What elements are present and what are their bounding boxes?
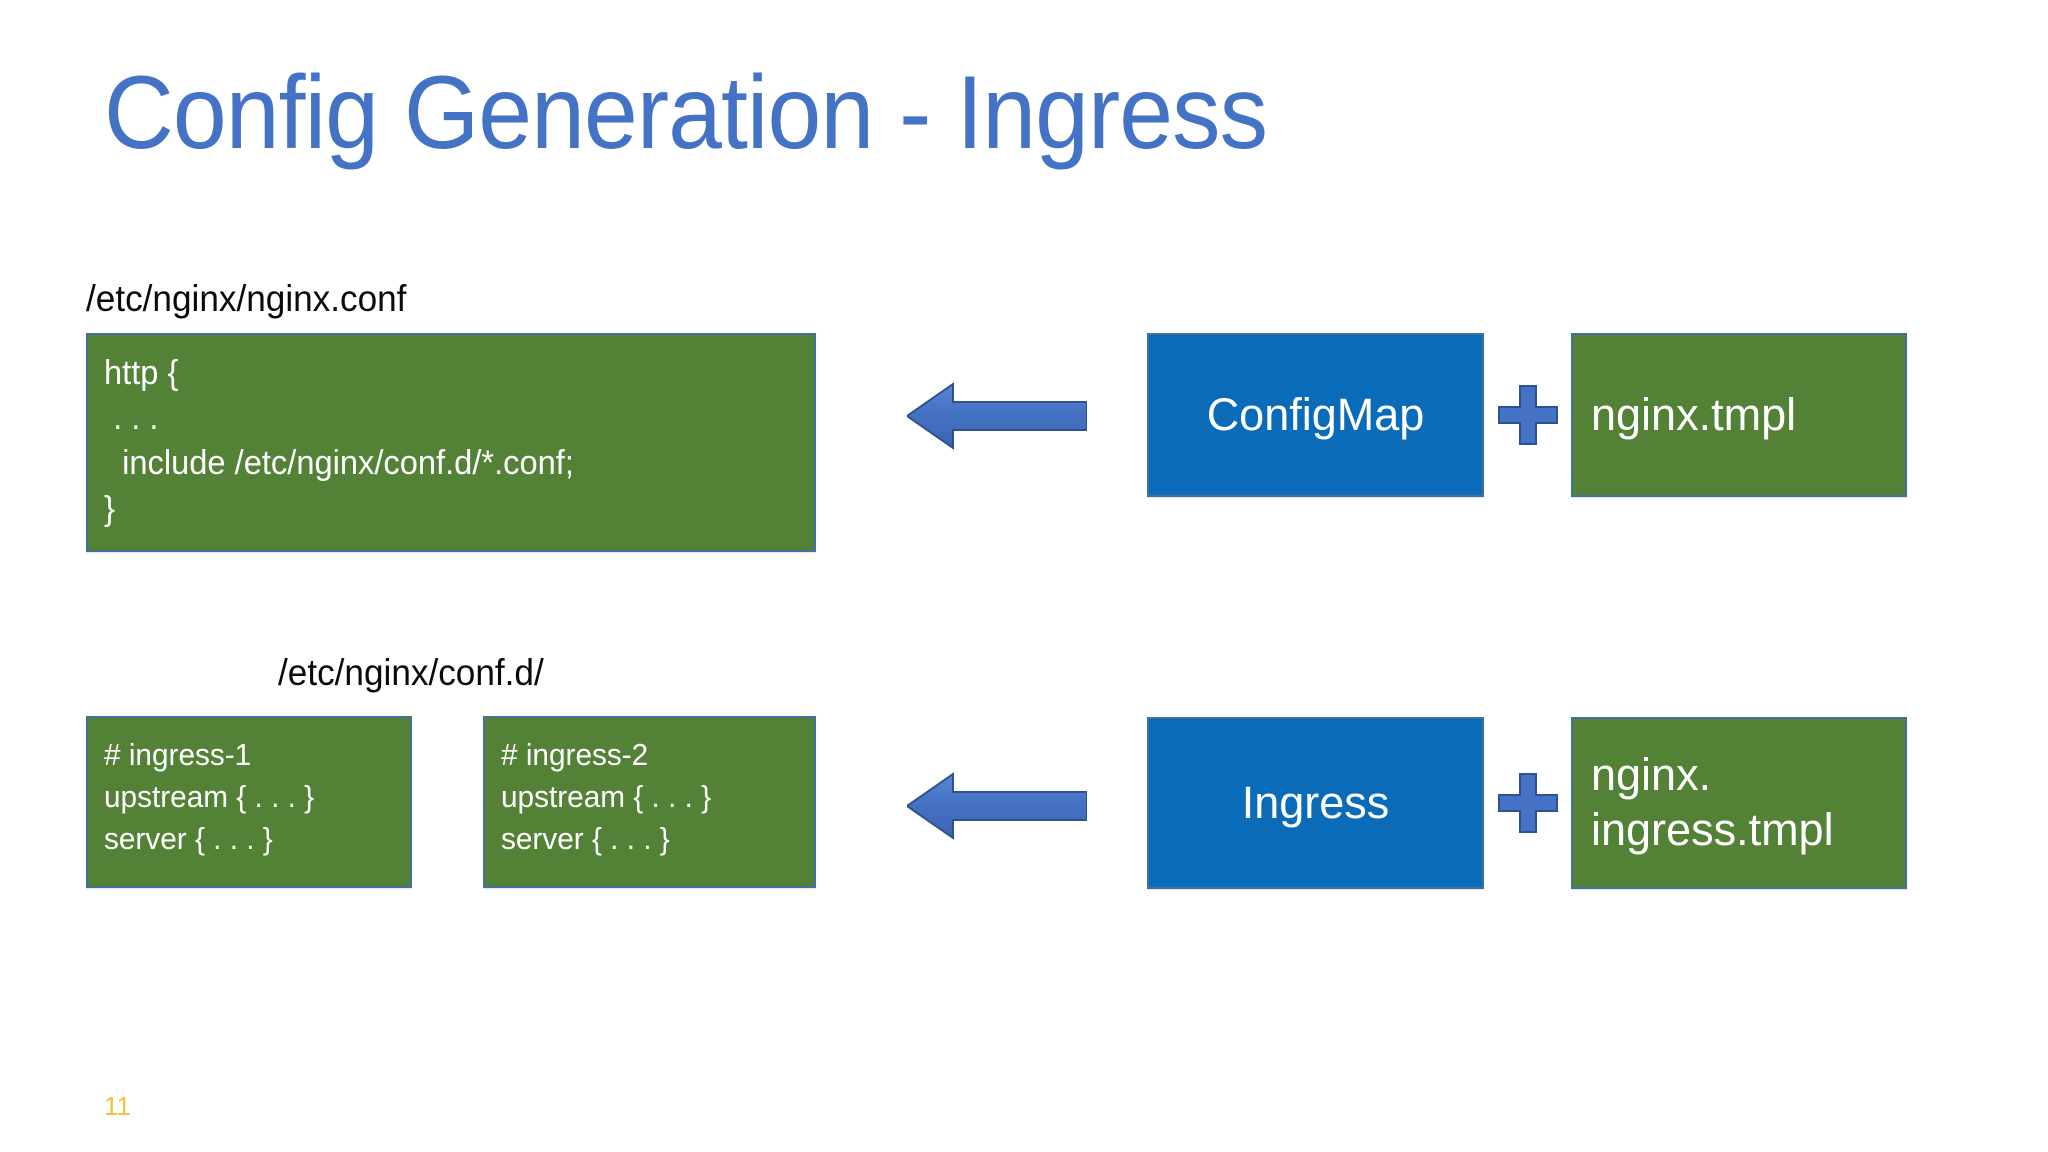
node-box-nginx-ingress-tmpl: nginx. ingress.tmpl <box>1571 717 1907 889</box>
code-box-nginx-conf: http { . . . include /etc/nginx/conf.d/*… <box>86 333 816 552</box>
node-box-configmap-label: ConfigMap <box>1206 389 1425 440</box>
arrow-left-icon-bottom-svg <box>905 772 1088 840</box>
node-box-nginx-tmpl-inner: nginx.tmpl <box>1573 335 1905 495</box>
node-box-ingress-inner: Ingress <box>1149 719 1482 887</box>
node-box-ingress-label: Ingress <box>1241 777 1390 828</box>
node-box-nginx-tmpl: nginx.tmpl <box>1571 333 1907 497</box>
arrow-left-icon-bottom <box>905 770 1088 842</box>
code-box-ingress-2-text: # ingress-2 upstream { . . . } server { … <box>501 737 712 857</box>
node-box-nginx-ingress-tmpl-label: nginx. ingress.tmpl <box>1591 749 1834 855</box>
page-title: Config Generation - Ingress <box>104 55 1268 171</box>
arrow-left-icon-top <box>905 380 1088 452</box>
code-box-ingress-1-text: # ingress-1 upstream { . . . } server { … <box>104 737 315 857</box>
code-box-nginx-conf-text: http { . . . include /etc/nginx/conf.d/*… <box>104 354 574 528</box>
code-box-ingress-1: # ingress-1 upstream { . . . } server { … <box>86 716 412 888</box>
node-box-configmap: ConfigMap <box>1147 333 1484 497</box>
code-box-ingress-2: # ingress-2 upstream { . . . } server { … <box>483 716 816 888</box>
path-label-nginx-conf: /etc/nginx/nginx.conf <box>86 278 407 319</box>
arrow-left-icon-top-svg <box>905 382 1088 450</box>
node-box-ingress: Ingress <box>1147 717 1484 889</box>
plus-icon-bottom-svg <box>1498 773 1558 833</box>
node-box-nginx-tmpl-label: nginx.tmpl <box>1591 388 1797 440</box>
path-label-conf-d: /etc/nginx/conf.d/ <box>278 652 544 693</box>
node-box-configmap-inner: ConfigMap <box>1149 335 1482 495</box>
plus-icon-bottom <box>1497 772 1559 834</box>
plus-icon-top <box>1497 384 1559 446</box>
slide-page-number: 11 <box>104 1091 131 1121</box>
node-box-nginx-ingress-tmpl-inner: nginx. ingress.tmpl <box>1573 719 1905 887</box>
plus-icon-top-svg <box>1498 385 1558 445</box>
